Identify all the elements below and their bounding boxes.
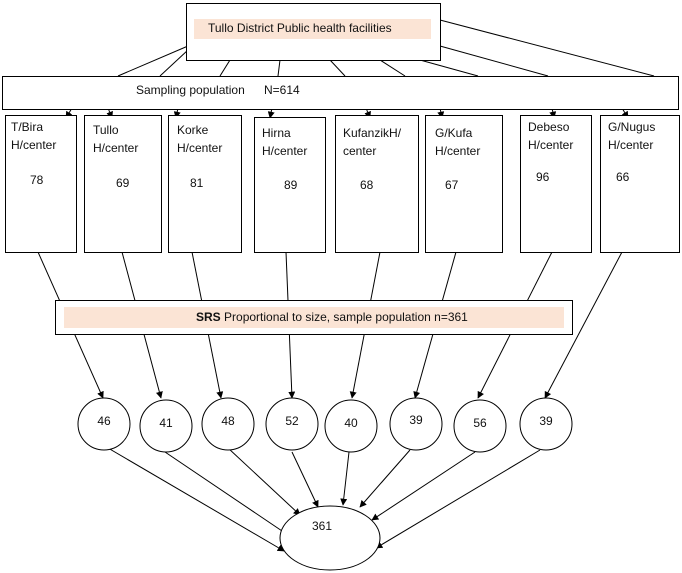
facility-box: [254, 117, 326, 253]
sample-to-total-arrow: [227, 447, 301, 516]
top-to-pop-line: [219, 59, 231, 77]
srs-highlight: [64, 307, 564, 328]
sample-value: 41: [159, 416, 173, 430]
sample-value: 46: [97, 414, 111, 428]
top-to-pop-line: [329, 59, 346, 77]
facility-count: 68: [360, 178, 374, 192]
top-to-pop-line: [419, 59, 479, 77]
facility-name: Debeso H/center: [528, 120, 574, 152]
sample-value: 48: [221, 414, 235, 428]
facility-count: 78: [30, 173, 44, 187]
facility-count: 81: [190, 176, 204, 190]
sample-circle: [389, 397, 443, 451]
sample-to-total-arrow: [375, 449, 541, 549]
sample-to-total-arrow: [371, 451, 476, 521]
sampling-population-n: N=614: [264, 83, 300, 97]
facility-to-sample-arrow: [544, 251, 623, 399]
top-to-pop-line: [117, 45, 189, 77]
facility-count: 89: [284, 178, 298, 192]
sample-circle: [77, 397, 131, 451]
facility-name: Korke H/center: [177, 123, 223, 155]
facility-name: G/Nugus H/center: [608, 120, 656, 152]
top-to-pop-line: [159, 49, 189, 77]
sample-value: 40: [344, 416, 358, 430]
facility-name: KufanzikH/ center: [343, 126, 402, 158]
facility-box: [600, 115, 680, 253]
sample-value: 52: [285, 414, 299, 428]
facility-count: 66: [616, 170, 630, 184]
sampling-population-box: [2, 76, 679, 110]
facility-box: [84, 115, 162, 253]
district-title-highlight: [194, 19, 431, 39]
sample-circle: [201, 397, 255, 451]
sample-circle: [519, 397, 573, 451]
srs-label: SRS Proportional to size, sample populat…: [196, 310, 468, 324]
facility-count: 69: [116, 176, 130, 190]
facility-box: [425, 115, 503, 253]
facility-box: [520, 115, 592, 253]
sample-circle: [265, 397, 319, 451]
facility-count: 96: [536, 170, 550, 184]
sample-value: 56: [473, 416, 487, 430]
top-to-pop-line: [277, 59, 281, 77]
sample-to-total-arrow: [291, 451, 319, 508]
top-to-pop-line: [379, 59, 406, 77]
facility-name: G/Kufa H/center: [435, 126, 481, 158]
sample-to-total-arrow: [359, 449, 411, 508]
facility-box: [168, 115, 242, 253]
total-value: 361: [311, 519, 333, 533]
facility-name: Hirna H/center: [262, 126, 308, 158]
sample-to-total-arrow: [164, 451, 289, 536]
facility-name: Tullo H/center: [93, 123, 139, 155]
sample-value: 39: [539, 414, 553, 428]
srs-bold: SRS: [196, 310, 221, 324]
srs-text: Proportional to size, sample population …: [220, 310, 468, 324]
district-title: Tullo District Public health facilities: [208, 21, 392, 35]
sample-to-total-arrow: [340, 451, 350, 506]
sample-to-total-arrow: [107, 447, 285, 552]
facility-name: T/Bira H/center: [11, 120, 57, 152]
facility-count: 67: [445, 178, 459, 192]
sampling-population-label: Sampling population: [136, 83, 245, 97]
sample-value: 39: [409, 413, 423, 427]
sample-circle: [324, 399, 378, 453]
sample-circle: [139, 399, 193, 453]
total-ellipse: [279, 505, 381, 571]
facility-box: [335, 115, 419, 253]
top-to-pop-line: [439, 19, 655, 77]
top-to-pop-line: [439, 45, 549, 77]
sample-circle: [453, 399, 507, 453]
facility-box: [5, 115, 77, 253]
